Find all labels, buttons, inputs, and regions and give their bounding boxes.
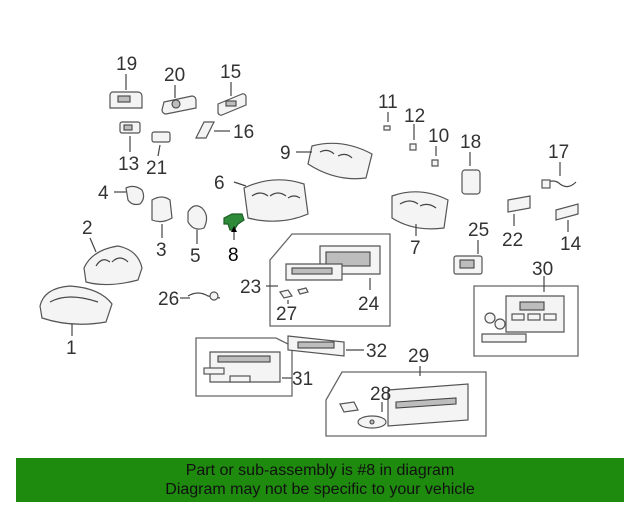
part-1[interactable]: 1 xyxy=(39,285,113,359)
part-2[interactable]: 2 xyxy=(82,218,143,286)
callout-28: 28 xyxy=(370,384,391,405)
callout-24: 24 xyxy=(358,294,380,315)
part-28[interactable]: 28 xyxy=(339,384,391,429)
part-20[interactable]: 20 xyxy=(161,65,197,115)
part-17[interactable]: 17 xyxy=(541,142,577,189)
callout-27: 27 xyxy=(276,304,297,325)
part-19[interactable]: 19 xyxy=(109,54,143,109)
callout-2: 2 xyxy=(82,218,93,239)
box-28-29 xyxy=(325,371,487,437)
callout-31: 31 xyxy=(292,369,313,390)
callout-5: 5 xyxy=(190,246,201,267)
part-25[interactable]: 25 xyxy=(453,220,489,275)
part-12[interactable]: 12 xyxy=(404,106,425,151)
callout-1: 1 xyxy=(66,338,77,359)
banner-line-1: Part or sub-assembly is #8 in diagram xyxy=(185,462,455,479)
callout-18: 18 xyxy=(460,132,481,153)
callout-6: 6 xyxy=(214,173,225,194)
part-32[interactable]: 32 xyxy=(287,335,387,362)
callout-13: 13 xyxy=(118,154,139,175)
callout-26: 26 xyxy=(158,289,179,310)
part-13[interactable]: 13 xyxy=(118,121,141,175)
callout-14: 14 xyxy=(560,234,582,255)
part-30[interactable]: 30 xyxy=(481,259,565,343)
box-30 xyxy=(473,285,579,357)
part-4[interactable]: 4 xyxy=(98,183,145,206)
part-16[interactable]: 16 xyxy=(195,121,254,143)
callout-3: 3 xyxy=(156,240,167,261)
callout-23: 23 xyxy=(240,277,261,298)
callout-16: 16 xyxy=(233,122,254,143)
callout-20: 20 xyxy=(164,65,185,86)
part-9[interactable]: 9 xyxy=(280,142,373,180)
callout-12: 12 xyxy=(404,106,425,127)
part-23[interactable]: 23 xyxy=(240,263,343,298)
callout-9: 9 xyxy=(280,143,291,164)
part-11[interactable]: 11 xyxy=(378,92,398,131)
part-22[interactable]: 22 xyxy=(502,195,531,251)
part-18[interactable]: 18 xyxy=(460,132,481,195)
part-29[interactable]: 29 xyxy=(387,346,469,427)
part-26[interactable]: 26 xyxy=(158,289,221,310)
box-23-24-27 xyxy=(269,233,391,327)
part-27[interactable]: 27 xyxy=(276,287,309,325)
banner-line-2: Diagram may not be specific to your vehi… xyxy=(165,481,475,498)
callout-25: 25 xyxy=(468,220,489,241)
callout-30: 30 xyxy=(532,259,553,280)
callout-8: 8 xyxy=(228,245,239,266)
part-3[interactable]: 3 xyxy=(151,196,173,261)
box-31 xyxy=(195,337,293,397)
info-banner: Part or sub-assembly is #8 in diagram Di… xyxy=(16,458,624,502)
callout-7: 7 xyxy=(410,238,421,259)
part-14[interactable]: 14 xyxy=(555,203,582,255)
part-7[interactable]: 7 xyxy=(391,191,449,259)
part-5[interactable]: 5 xyxy=(187,205,208,267)
callout-32: 32 xyxy=(366,341,387,362)
callout-19: 19 xyxy=(116,54,137,75)
callout-4: 4 xyxy=(98,183,109,204)
callout-29: 29 xyxy=(408,346,429,367)
callout-10: 10 xyxy=(428,126,449,147)
callout-22: 22 xyxy=(502,230,523,251)
part-8-highlighted[interactable]: 8 xyxy=(223,213,245,266)
callout-11: 11 xyxy=(378,92,398,113)
part-10[interactable]: 10 xyxy=(428,126,449,167)
part-31[interactable]: 31 xyxy=(203,351,313,390)
callout-21: 21 xyxy=(146,158,167,179)
part-21[interactable]: 21 xyxy=(146,131,171,179)
part-15[interactable]: 15 xyxy=(217,62,247,116)
part-6[interactable]: 6 xyxy=(214,173,309,222)
callout-15: 15 xyxy=(220,62,241,83)
callout-17: 17 xyxy=(548,142,569,163)
